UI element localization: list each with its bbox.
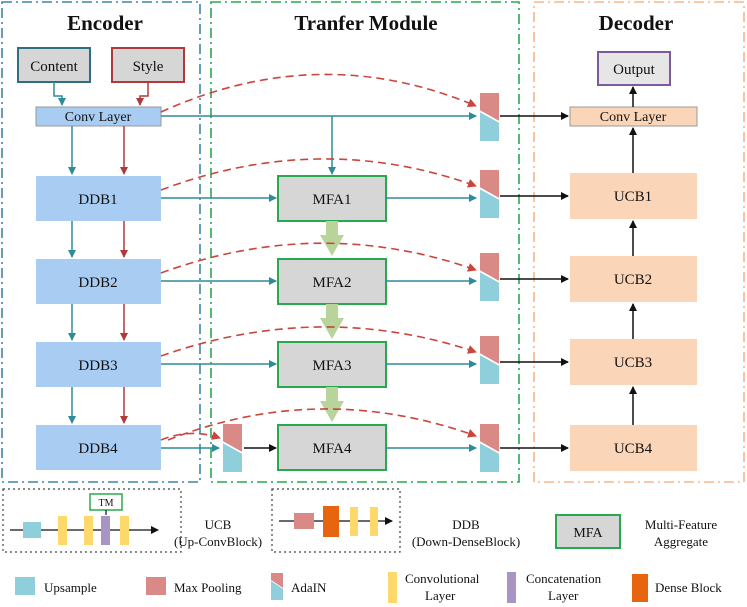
content-input-box (17, 47, 91, 83)
legend-ucb-upsample-block (23, 522, 41, 538)
legend-ddb-full: (Down-DenseBlock) (412, 534, 520, 549)
mfa2-block (277, 258, 387, 305)
ddb3-label: DDB3 (78, 358, 117, 374)
adain-2-icon (480, 253, 499, 301)
mfa3-label: MFA3 (313, 358, 352, 374)
adain-conv-icon (480, 93, 499, 141)
legend-dense-label: Dense Block (655, 580, 722, 595)
legend-ddb-conv-block-1 (350, 507, 358, 536)
ucb2-label: UCB2 (614, 272, 652, 288)
legend-ucb-full: (Up-ConvBlock) (174, 534, 262, 549)
legend-dense-swatch (632, 574, 648, 602)
ucb3-block (570, 339, 697, 385)
legend-adain-swatch (271, 573, 283, 600)
legend-upsample-label: Upsample (44, 580, 97, 595)
transfer-title: Tranfer Module (294, 11, 437, 35)
legend-ddb-dense-block (323, 506, 339, 537)
legend-maxpool-swatch (146, 577, 166, 595)
legend-upsample-swatch (15, 577, 35, 595)
ddb3-block (36, 342, 161, 387)
ucb1-label: UCB1 (614, 189, 652, 205)
legend-ddb-maxpool-block (294, 513, 314, 529)
legend-mfa-full-2: Aggregate (654, 534, 708, 549)
legend-maxpool-label: Max Pooling (174, 580, 242, 595)
adain-ddb4-icon (223, 424, 242, 472)
mfa-to-adain-arrows (386, 194, 477, 452)
ucb1-block (570, 173, 697, 219)
legend-tm-label: TM (99, 498, 114, 509)
mfa1-block (277, 175, 387, 222)
style-to-conv-arrow (136, 82, 149, 106)
legend-mfa-box (555, 514, 621, 549)
legend-ucb-conv-block-3 (120, 516, 129, 545)
ucb4-block (570, 425, 697, 471)
adain-3-icon (480, 336, 499, 384)
legend-conv-label-2: Layer (425, 588, 456, 603)
legend-mfa-box-label: MFA (573, 526, 603, 541)
ddb2-block (36, 259, 161, 304)
ddb2-label: DDB2 (78, 275, 117, 291)
legend-ddb-conv-block-2 (370, 507, 378, 536)
adain-symbols (223, 93, 499, 472)
style-input-label: Style (133, 59, 164, 75)
ddb4-label: DDB4 (78, 441, 118, 457)
ucb2-block (570, 256, 697, 302)
ddb4-block (36, 425, 161, 470)
legend-ucb-conv-block-1 (58, 516, 67, 545)
decoder-title: Decoder (599, 11, 674, 35)
legend-concat-swatch (507, 572, 516, 603)
content-input-label: Content (30, 59, 78, 75)
decoder-section-frame (533, 1, 745, 483)
output-label: Output (613, 62, 656, 78)
output-box (597, 51, 671, 86)
legend-ddb-name: DDB (452, 517, 480, 532)
ucb3-label: UCB3 (614, 355, 652, 371)
legend-mfa-full-1: Multi-Feature (645, 517, 717, 532)
legend-adain-label: AdaIN (291, 580, 327, 595)
ucb4-label: UCB4 (614, 441, 653, 457)
legend-conv-swatch (388, 572, 397, 603)
encoder-vertical-arrows (68, 126, 128, 424)
ddb1-block (36, 176, 161, 221)
legend-ucb-frame (2, 488, 182, 553)
legend-conv-label-1: Convolutional (405, 571, 480, 586)
mfa4-label: MFA4 (313, 441, 352, 457)
encoder-conv-label: Conv Layer (65, 110, 132, 125)
legend-concat-label-2: Layer (548, 588, 579, 603)
mfa-chain-arrows (320, 221, 344, 422)
style-input-box (111, 47, 185, 83)
adain-1-icon (480, 170, 499, 218)
skip-connections-dashed (160, 73, 477, 441)
ddb-to-mfa-arrows (161, 194, 277, 452)
legend-ucb-conv-block-2 (84, 516, 93, 545)
transfer-section-frame (210, 1, 520, 483)
legend-concat-label-1: Concatenation (526, 571, 602, 586)
decoder-conv-label: Conv Layer (600, 110, 667, 125)
adain-to-decoder-arrows (500, 112, 569, 452)
legend-ddb-frame (271, 488, 401, 553)
ddb1-label: DDB1 (78, 192, 117, 208)
content-to-conv-arrow (53, 82, 66, 106)
legend-ucb-concat-block (101, 516, 110, 545)
legend-ucb-name: UCB (205, 517, 232, 532)
adain-4-icon (480, 424, 499, 472)
encoder-section-frame (1, 1, 201, 483)
mfa2-label: MFA2 (313, 275, 352, 291)
encoder-title: Encoder (67, 11, 143, 35)
mfa1-label: MFA1 (313, 192, 352, 208)
